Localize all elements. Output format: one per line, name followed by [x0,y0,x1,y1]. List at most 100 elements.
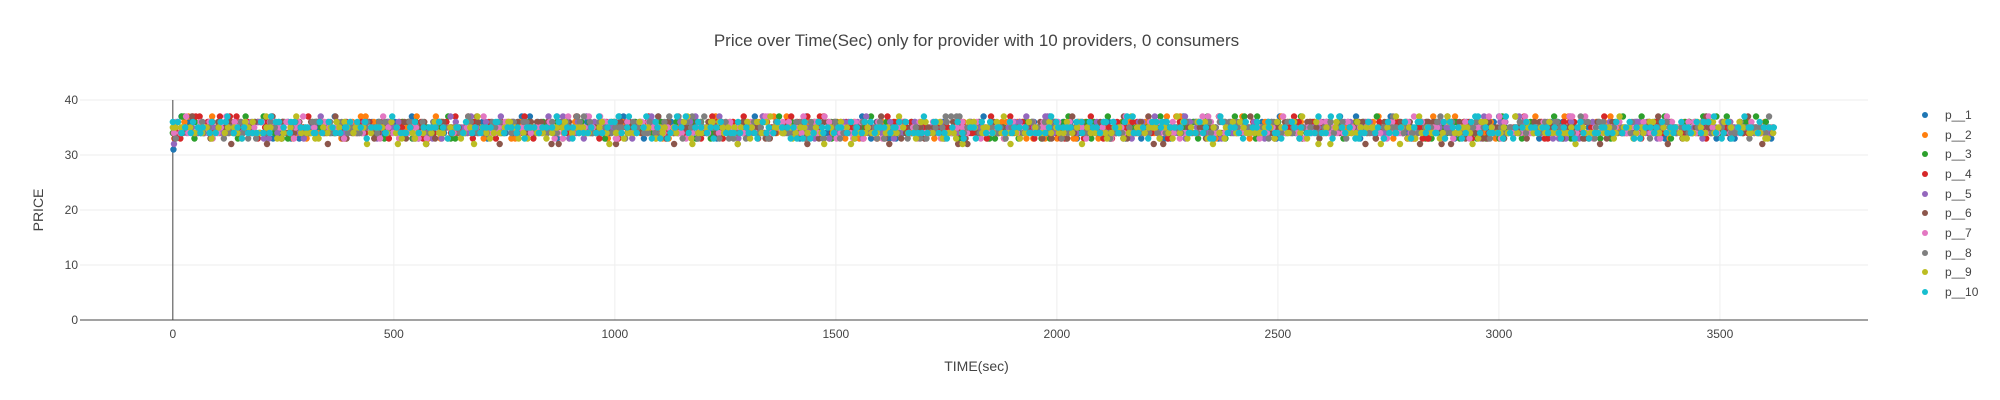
legend-item[interactable]: p__7 [1915,223,1978,243]
point-p9 [724,124,732,131]
legend-item[interactable]: p__2 [1915,125,1978,145]
point-p9 [1352,129,1360,137]
point-p10 [1720,129,1727,137]
point-p10 [799,135,807,142]
point-p10 [1651,129,1658,137]
point-p9 [1184,135,1191,142]
point-p10 [1737,129,1744,137]
legend-item[interactable]: p__10 [1915,282,1978,302]
point-p4 [385,135,393,142]
point-p9 [1210,124,1217,131]
point-p6 [1416,140,1424,148]
legend-item[interactable]: p__6 [1915,203,1978,223]
point-p10 [1697,129,1705,137]
legend-item[interactable]: p__9 [1915,263,1978,283]
point-p7 [798,129,806,137]
point-p8 [465,113,472,120]
point-p8 [1486,135,1494,142]
point-p10 [1619,129,1626,137]
point-p10 [253,129,260,137]
point-p9 [929,129,936,137]
point-p8 [419,118,426,126]
point-p10 [1685,124,1692,131]
point-p10 [673,113,681,120]
point-p9 [1063,118,1071,126]
point-p10 [734,118,742,126]
legend-item[interactable]: p__1 [1915,105,1978,125]
point-p1 [620,113,627,120]
point-p8 [956,113,963,120]
point-p2 [1023,135,1030,142]
point-p10 [1392,129,1400,137]
point-p9 [1640,129,1647,137]
point-p10 [830,129,838,137]
point-p7 [480,113,487,120]
point-p10 [1609,129,1616,137]
point-p7 [1685,118,1692,126]
point-p6 [1145,113,1152,120]
point-p9 [1313,118,1320,126]
legend-item[interactable]: p__5 [1915,184,1978,204]
point-p7 [231,118,238,126]
point-p4 [530,135,537,142]
point-p10 [1384,118,1392,126]
point-p8 [618,124,626,131]
point-p9 [1605,124,1613,131]
point-p10 [847,118,855,126]
point-p9 [1221,135,1228,142]
point-p10 [1613,118,1620,126]
point-p10 [1281,124,1289,131]
legend-marker [1922,170,1928,177]
point-p9 [1069,129,1076,137]
point-p10 [1288,118,1296,126]
point-p10 [1506,129,1514,137]
point-p10 [1112,124,1119,131]
point-p10 [260,129,267,137]
legend-item[interactable]: p__8 [1915,243,1978,263]
point-p8 [694,135,702,142]
point-p2 [1390,135,1397,142]
point-p9 [1697,124,1705,131]
point-p10 [240,124,248,131]
point-p4 [1560,118,1568,126]
point-p10 [178,129,185,137]
legend-marker [1922,131,1928,138]
point-p10 [858,129,865,137]
point-p10 [1687,129,1695,137]
point-p9 [970,118,978,126]
point-p7 [585,113,593,120]
point-p3 [1231,113,1239,120]
point-p6 [1069,113,1076,120]
point-p10 [411,118,419,126]
point-p10 [535,129,543,137]
point-p10 [989,129,996,137]
point-p9 [1377,140,1385,148]
point-p10 [751,129,758,137]
point-p10 [892,124,899,131]
point-p10 [1551,124,1558,131]
point-p10 [471,124,479,131]
point-p10 [1186,129,1194,137]
point-p9 [893,129,900,137]
legend-item[interactable]: p__4 [1915,164,1978,184]
point-p5 [545,113,552,120]
point-p2 [1607,113,1614,120]
point-p10 [722,129,730,137]
point-p10 [286,129,294,137]
point-p10 [432,124,439,131]
point-p9 [1007,140,1014,148]
point-p10 [1006,118,1014,126]
point-p3 [991,135,999,142]
point-p10 [1192,129,1199,137]
point-p10 [1145,135,1152,142]
point-p9 [1347,129,1355,137]
point-p10 [1474,113,1482,120]
point-p9 [734,140,741,148]
legend-item[interactable]: p__3 [1915,144,1978,164]
x-axis-label: TIME(sec) [944,358,1009,374]
point-p6 [924,124,932,131]
point-p10 [1411,124,1418,131]
point-p9 [1047,129,1055,137]
point-p3 [1254,113,1261,120]
point-p9 [543,135,550,142]
